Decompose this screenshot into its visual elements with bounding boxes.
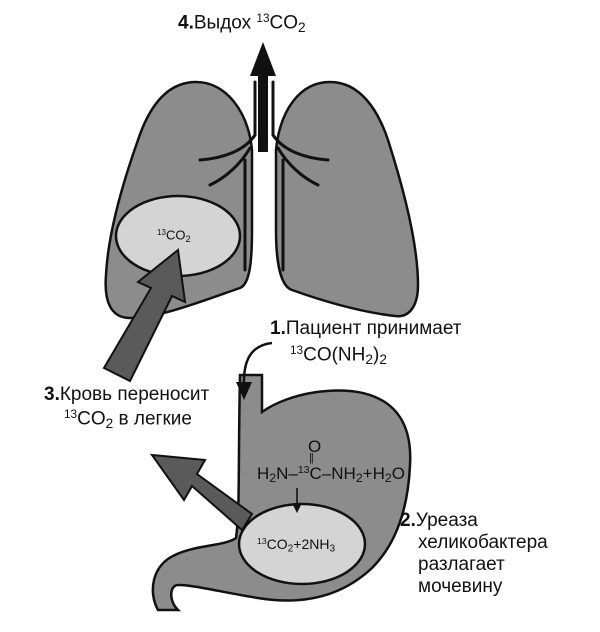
step2-line1: Уреаза: [415, 510, 478, 531]
stomach-bubble-isotope: 13: [257, 536, 267, 547]
step3-label: 3.Кровь переносит: [44, 384, 209, 406]
step1-label: 1.Пациент принимает: [270, 318, 461, 340]
up-arrow-exhale-icon: [250, 42, 276, 152]
step2-line3: разлагает: [418, 554, 505, 575]
step1-close-paren: ): [372, 344, 380, 366]
step3-formula: CO: [77, 408, 106, 430]
urea-h: H: [257, 464, 270, 483]
small-down-arrow-reaction-icon: [293, 488, 301, 513]
step1-formula: CO(NH: [303, 344, 366, 366]
step4-number: 4.: [178, 12, 194, 34]
step2-line4: мочевину: [418, 576, 503, 597]
step1-subscript: 2: [365, 351, 373, 367]
stomach-bubble-label: 13CO2+2NH3: [257, 536, 335, 555]
diagonal-arrow-blood-to-lungs-icon: [102, 248, 187, 383]
step2-number: 2.: [400, 510, 416, 531]
urea-center-sub: 2: [355, 471, 363, 486]
step1-line1: Пациент принимает: [285, 318, 462, 339]
lung-bubble-formula: CO: [165, 227, 186, 243]
diagonal-arrow-blood-from-stomach-icon: [149, 453, 254, 532]
step3-isotope: 13: [64, 408, 78, 421]
urea-n: N–: [276, 464, 298, 483]
trachea: [198, 80, 330, 272]
urea-water-o: O: [391, 464, 405, 483]
lung-bubble-label: 13CO2: [157, 227, 191, 245]
step1-formula-line: 13CO(NH2)2: [290, 344, 387, 368]
step4-label: 4.Выдох 13CO2: [178, 12, 306, 36]
stomach-bubble-subscript: 2: [287, 543, 294, 555]
step3-line1: Кровь переносит: [59, 384, 210, 405]
step1-number: 1.: [270, 318, 286, 339]
step4-isotope: 13: [256, 12, 270, 25]
step1-subscript2: 2: [379, 351, 387, 367]
step1-isotope: 13: [290, 344, 304, 357]
stomach-bubble-rest: +2NH: [293, 536, 330, 552]
right-lung: [274, 80, 420, 318]
step4-formula: CO: [269, 12, 299, 34]
step2-line2: хеликобактера: [418, 532, 548, 553]
curved-arrow-ingest-icon: [236, 341, 273, 400]
stomach-bubble: [237, 502, 367, 586]
step3-line2: 13CO2 в легкие: [64, 408, 192, 432]
step3-subscript: 2: [105, 415, 114, 431]
stomach-bubble-subscript2: 3: [329, 543, 336, 555]
step3-line2-rest: в легкие: [113, 408, 192, 430]
stomach-bubble-formula: CO: [266, 536, 288, 552]
urea-plus-water: +H: [362, 464, 385, 483]
step3-number: 3.: [44, 384, 60, 405]
urea-isotope: 13: [297, 464, 310, 477]
step2-label: 2.Уреаза: [400, 510, 478, 532]
step4-text: Выдох: [193, 12, 257, 34]
urea-h-sub: 2: [269, 471, 277, 486]
lung-bubble-isotope: 13: [157, 228, 166, 237]
urea-reaction-line: H2N–13C–NH2+H2O: [257, 464, 405, 485]
step4-subscript: 2: [298, 19, 306, 35]
urea-center: C–NH: [309, 464, 356, 483]
lung-bubble-subscript: 2: [185, 233, 191, 244]
urea-water-sub: 2: [384, 471, 392, 486]
urea-double-bond: ||: [309, 452, 314, 464]
urea-oxygen: O: [308, 437, 322, 456]
